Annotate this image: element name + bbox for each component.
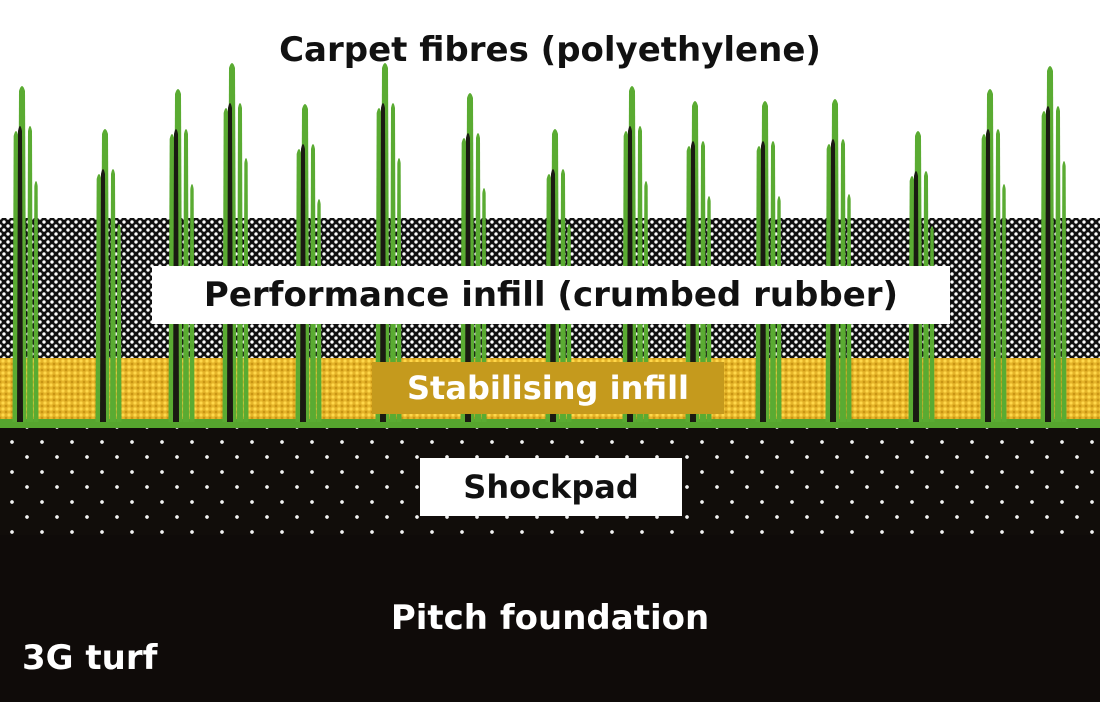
grass-blade: [1045, 106, 1051, 422]
grass-tuft: [755, 101, 782, 422]
grass-blade: [390, 103, 396, 422]
grass-tuft: [825, 99, 852, 422]
grass-blade: [1055, 106, 1061, 422]
grass-blade: [929, 226, 935, 422]
grass-blade: [110, 169, 116, 422]
grass-blade: [33, 181, 39, 422]
grass-tuft: [95, 129, 122, 422]
grass-tuft: [222, 63, 249, 422]
grass-blade: [100, 169, 106, 422]
pitch-foundation-label: Pitch foundation: [390, 598, 710, 638]
grass-tuft: [1040, 66, 1067, 422]
grass-blade: [227, 103, 233, 422]
pitch-foundation-layer: [0, 535, 1100, 702]
carpet-fibres-title: Carpet fibres (polyethylene): [279, 30, 821, 70]
grass-tuft: [12, 86, 39, 422]
shockpad-label: Shockpad: [420, 458, 682, 516]
grass-blade: [27, 126, 33, 422]
grass-blade: [380, 103, 386, 422]
grass-blade: [17, 126, 23, 422]
grass-blade: [1061, 161, 1067, 422]
grass-blade: [237, 103, 243, 422]
grass-tuft: [375, 63, 402, 422]
performance-infill-label: Performance infill (crumbed rubber): [152, 266, 950, 324]
stabilising-infill-label: Stabilising infill: [372, 362, 724, 414]
grass-blade: [1001, 184, 1007, 422]
grass-blade: [995, 129, 1001, 422]
grass-blade: [985, 129, 991, 422]
grass-blade: [116, 224, 122, 422]
grass-tuft: [168, 89, 195, 422]
shockpad-layer: [0, 428, 1100, 535]
carpet-backing-line: [0, 419, 1100, 428]
grass-tuft: [980, 89, 1007, 422]
turf-type-caption: 3G turf: [22, 638, 158, 678]
grass-tuft: [295, 104, 322, 422]
